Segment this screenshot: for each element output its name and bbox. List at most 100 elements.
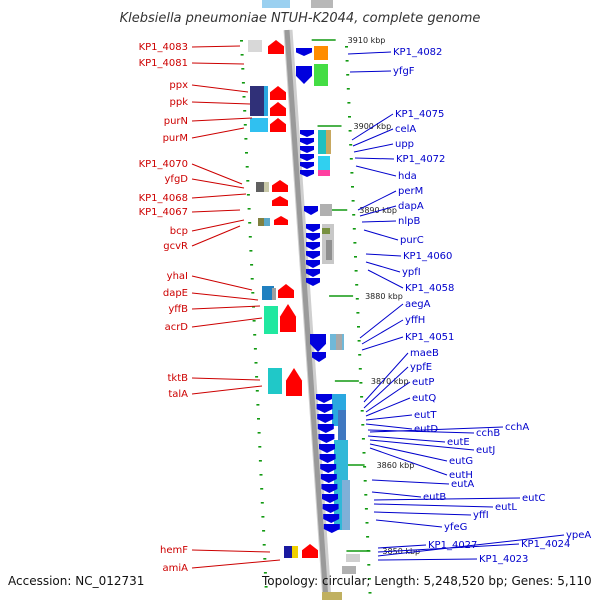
gene-label-kp1-4070[interactable]: KP1_4070 xyxy=(139,159,188,170)
leader-line xyxy=(373,497,521,501)
gene-label-kp1-4058[interactable]: KP1_4058 xyxy=(405,283,454,294)
gene-label-purn[interactable]: purN xyxy=(164,116,188,127)
reverse-gene-arrow xyxy=(306,251,320,259)
gene-label-ccha[interactable]: cchA xyxy=(505,422,529,433)
gene-label-maeb[interactable]: maeB xyxy=(410,348,439,359)
forward-gene-arrow xyxy=(272,180,288,192)
gene-label-yfeg[interactable]: yfeG xyxy=(444,522,467,533)
gene-label-kp1-4023[interactable]: KP1_4023 xyxy=(479,554,528,565)
reverse-gene-arrow xyxy=(321,484,338,493)
gene-label-aega[interactable]: aegA xyxy=(405,299,431,310)
gene-label-kp1-4075[interactable]: KP1_4075 xyxy=(395,109,444,120)
forward-gene-arrow xyxy=(272,196,288,206)
dash-right xyxy=(347,102,351,104)
bottom-gene-strip xyxy=(322,592,342,600)
leader-line xyxy=(365,414,413,421)
gene-label-dapa[interactable]: dapA xyxy=(398,201,424,212)
leader-line xyxy=(365,397,411,417)
dash-right xyxy=(360,410,364,412)
gene-label-ypea[interactable]: ypeA xyxy=(566,530,591,541)
gene-label-eutb[interactable]: eutB xyxy=(423,492,446,503)
leader-line xyxy=(191,193,247,199)
gene-label-ypfe[interactable]: ypfE xyxy=(410,362,432,373)
dash-right xyxy=(349,158,353,160)
gene-label-yfgd[interactable]: yfgD xyxy=(165,174,189,185)
gene-label-kp1-4027[interactable]: KP1_4027 xyxy=(428,540,477,551)
gene-label-eutc[interactable]: eutC xyxy=(522,493,545,504)
gene-label-euth[interactable]: eutH xyxy=(449,470,473,481)
gene-label-dape[interactable]: dapE xyxy=(163,288,188,299)
dash-right xyxy=(345,46,348,48)
gene-label-yffi[interactable]: yffI xyxy=(473,510,489,521)
leader-line xyxy=(363,352,409,403)
gene-label-perm[interactable]: perM xyxy=(398,186,423,197)
gene-label-purm[interactable]: purM xyxy=(163,133,188,144)
gene-label-hda[interactable]: hda xyxy=(398,171,417,182)
gene-label-tala[interactable]: talA xyxy=(168,389,188,400)
gene-label-eutq[interactable]: eutQ xyxy=(412,393,436,404)
gene-label-kp1-4068[interactable]: KP1_4068 xyxy=(139,193,188,204)
gene-label-kp1-4060[interactable]: KP1_4060 xyxy=(403,251,452,262)
gene-label-euta[interactable]: eutA xyxy=(451,479,474,490)
gene-label-yffb[interactable]: yffB xyxy=(168,304,188,315)
gene-labels[interactable]: KP1_4083KP1_4081ppxppkpurNpurMKP1_4070yf… xyxy=(139,42,592,574)
scale-tick-label: 3870 kbp xyxy=(371,377,409,386)
gene-label-yfgf[interactable]: yfgF xyxy=(393,66,415,77)
forward-gene-arrow xyxy=(286,368,302,396)
reverse-gene-arrow xyxy=(306,260,320,268)
gene-label-amia[interactable]: amiA xyxy=(163,563,189,574)
gene-label-eute[interactable]: eutE xyxy=(447,437,470,448)
gene-label-upp[interactable]: upp xyxy=(395,139,414,150)
gene-label-kp1-4081[interactable]: KP1_4081 xyxy=(139,58,188,69)
dash-left xyxy=(260,488,264,490)
reverse-gene-arrow xyxy=(318,434,335,443)
leader-line xyxy=(191,559,281,569)
leader-line xyxy=(191,84,249,93)
gene-label-eutt[interactable]: eutT xyxy=(414,410,437,421)
gene-label-bcp[interactable]: bcp xyxy=(170,226,188,237)
gene-label-hemf[interactable]: hemF xyxy=(160,545,188,556)
gene-label-eutj[interactable]: eutJ xyxy=(476,445,495,456)
gene-label-acrd[interactable]: acrD xyxy=(165,322,189,333)
dash-left xyxy=(264,586,268,588)
gene-label-gcvr[interactable]: gcvR xyxy=(163,241,188,252)
gene-label-kp1-4082[interactable]: KP1_4082 xyxy=(393,47,442,58)
gene-label-kp1-4051[interactable]: KP1_4051 xyxy=(405,332,454,343)
dash-left xyxy=(241,82,245,84)
gene-label-tktb[interactable]: tktB xyxy=(168,373,189,384)
gene-label-ypfi[interactable]: ypfI xyxy=(402,267,421,278)
gene-label-eutp[interactable]: eutP xyxy=(412,377,434,388)
gene-label-eutg[interactable]: eutG xyxy=(449,456,473,467)
gene-label-eutl[interactable]: eutL xyxy=(495,502,517,513)
gene-label-nlpb[interactable]: nlpB xyxy=(398,216,420,227)
dash-right xyxy=(367,578,371,580)
gene-label-yffh[interactable]: yffH xyxy=(405,315,425,326)
leader-line xyxy=(354,157,395,160)
reverse-gene-arrow xyxy=(306,233,320,241)
topology-text: Topology: circular; Length: 5,248,520 bp… xyxy=(262,574,592,588)
leader-line xyxy=(365,381,411,413)
gene-block xyxy=(342,480,350,530)
gene-label-cela[interactable]: celA xyxy=(395,124,416,135)
gene-label-purc[interactable]: purC xyxy=(400,235,424,246)
forward-gene-arrow xyxy=(302,544,318,558)
gene-label-kp1-4072[interactable]: KP1_4072 xyxy=(396,154,445,165)
gene-label-kp1-4067[interactable]: KP1_4067 xyxy=(139,207,188,218)
reverse-gene-arrow xyxy=(300,154,314,161)
gene-label-ppx[interactable]: ppx xyxy=(169,80,188,91)
gene-label-yhai[interactable]: yhaI xyxy=(167,271,188,282)
gene-label-ppk[interactable]: ppk xyxy=(170,97,189,108)
reverse-gene-arrow xyxy=(306,278,320,286)
gene-label-kp1-4024[interactable]: KP1_4024 xyxy=(521,539,570,550)
reverse-gene-arrow xyxy=(306,242,320,250)
gene-label-kp1-4083[interactable]: KP1_4083 xyxy=(139,42,188,53)
dash-left xyxy=(242,96,246,98)
gene-block xyxy=(256,182,268,192)
gene-label-eutd[interactable]: eutD xyxy=(414,424,438,435)
dash-left xyxy=(248,236,252,238)
dash-right xyxy=(358,354,362,356)
reverse-gene-arrow xyxy=(323,514,340,523)
dash-left xyxy=(257,432,261,434)
leader-line xyxy=(377,558,478,561)
gene-label-cchb[interactable]: cchB xyxy=(476,428,500,439)
